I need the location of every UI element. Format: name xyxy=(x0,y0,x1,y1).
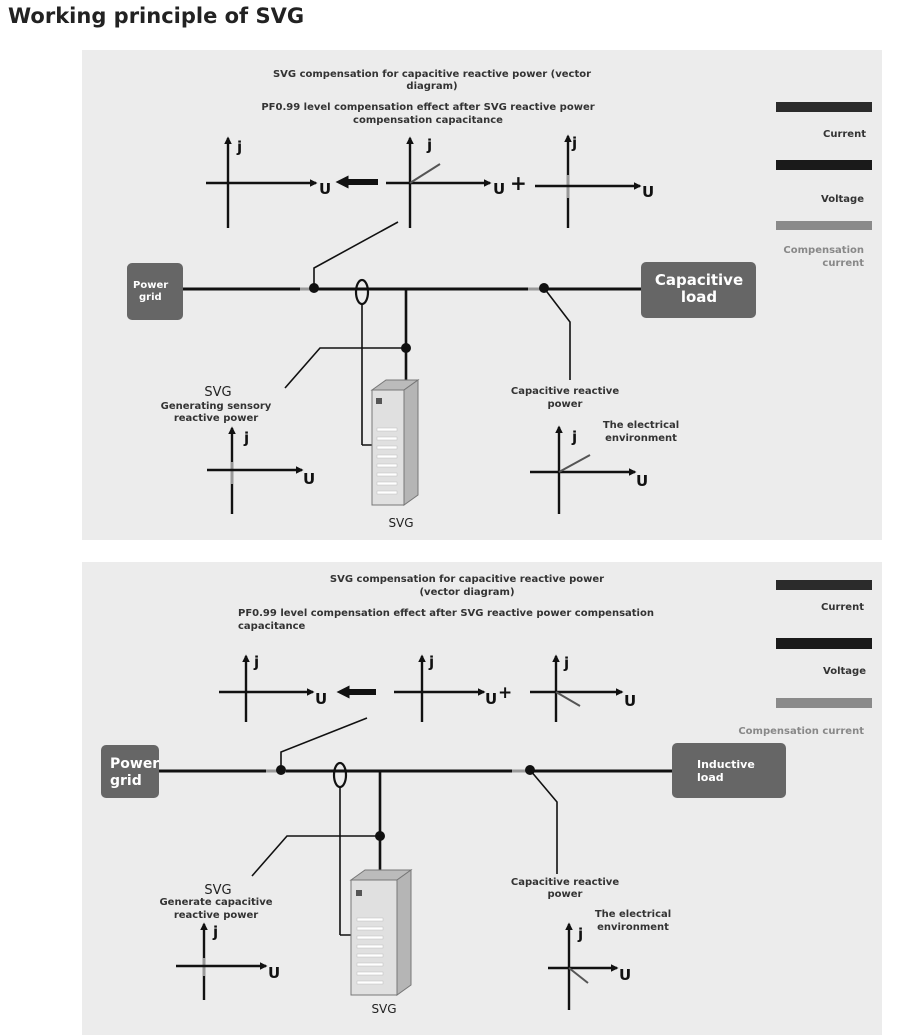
legend-compensation-swatch xyxy=(776,698,872,708)
svg-cabinet-icon xyxy=(370,379,420,506)
load-desc-line1: Capacitive reactive xyxy=(511,877,619,888)
power-grid-box xyxy=(101,745,159,798)
svg-label: SVG xyxy=(204,385,231,400)
legend-compensation-swatch xyxy=(776,221,872,230)
axis-u-label: U xyxy=(319,180,331,198)
axis-j-label: j xyxy=(428,653,434,671)
axis-u-label: U xyxy=(303,470,315,488)
axis-u-label: U xyxy=(636,472,648,490)
legend-voltage-label: Voltage xyxy=(823,666,866,677)
legend-current-label: Current xyxy=(823,129,866,140)
page-title: Working principle of SVG xyxy=(8,4,305,28)
svg-label: SVG xyxy=(204,883,231,898)
panel2-circuit: Power grid Inductive load xyxy=(101,717,786,936)
panel2-vector-diagram-svg: j U xyxy=(176,922,280,1000)
axis-u-label: U xyxy=(485,690,497,708)
env-line1: The electrical xyxy=(603,420,679,431)
panel1-subheading-line1: PF0.99 level compensation effect after S… xyxy=(261,102,594,113)
svg-desc-line1: Generating sensory xyxy=(161,401,272,412)
legend-current-label: Current xyxy=(821,602,864,613)
panel2-legend: Current Voltage Compensation current xyxy=(738,580,872,737)
panel1-legend: Current Voltage Compensation current xyxy=(776,102,872,269)
plus-sign: + xyxy=(498,683,512,703)
panel2-headings: SVG compensation for capacitive reactive… xyxy=(238,574,654,632)
current-transformer-icon xyxy=(354,278,370,306)
panel1-heading-line1: SVG compensation for capacitive reactive… xyxy=(273,69,591,80)
axis-u-label: U xyxy=(642,183,654,201)
axis-j-label: j xyxy=(563,654,569,672)
axis-u-label: U xyxy=(315,690,327,708)
load-box xyxy=(672,743,786,798)
env-line2: environment xyxy=(605,433,677,444)
axis-j-label: j xyxy=(571,134,577,152)
panel1-circuit: Power grid Capacitive load xyxy=(127,221,756,446)
svg-cabinet-icon xyxy=(349,869,413,996)
svg-desc-line2: reactive power xyxy=(174,413,258,424)
legend-current-swatch xyxy=(776,102,872,112)
panel2-vector-diagram-3: j U xyxy=(530,654,636,722)
legend-compensation-label-line2: current xyxy=(822,258,864,269)
cabinet-label: SVG xyxy=(371,1002,396,1016)
diagram-panel-inductive xyxy=(82,562,882,1035)
legend-compensation-label-line1: Compensation xyxy=(783,245,864,256)
load-desc-line2: power xyxy=(548,889,583,900)
axis-j-label: j xyxy=(243,429,249,447)
load-desc-line1: Capacitive reactive xyxy=(511,386,619,397)
load-label-line2: load xyxy=(681,288,717,306)
load-desc-line2: power xyxy=(548,399,583,410)
panel2-subheading-line1: PF0.99 level compensation effect after S… xyxy=(238,608,654,619)
current-transformer-icon xyxy=(332,761,348,789)
svg-desc-line1: Generate capacitive xyxy=(159,897,272,908)
legend-voltage-swatch xyxy=(776,160,872,170)
panel2-heading-line2: (vector diagram) xyxy=(419,587,514,598)
legend-voltage-swatch xyxy=(776,638,872,649)
legend-current-swatch xyxy=(776,580,872,590)
axis-j-label: j xyxy=(253,653,259,671)
legend-voltage-label: Voltage xyxy=(821,194,864,205)
load-label-line1: Inductive xyxy=(697,758,755,771)
cabinet-label: SVG xyxy=(388,516,413,530)
panel1-vector-diagram-svg: j U xyxy=(207,426,315,514)
panel2-heading-line1: SVG compensation for capacitive reactive… xyxy=(330,574,604,585)
plus-sign: + xyxy=(510,171,527,195)
axis-j-label: j xyxy=(571,428,577,446)
axis-u-label: U xyxy=(268,964,280,982)
panel1-subheading-line2: compensation capacitance xyxy=(353,115,503,126)
panel1-vector-diagram-3: j U xyxy=(535,134,654,228)
axis-j-label: j xyxy=(236,138,242,156)
env-line1: The electrical xyxy=(595,909,671,920)
panel1-vector-diagram-env: j U xyxy=(530,425,648,514)
load-label-line1: Capacitive xyxy=(655,271,743,289)
power-grid-label-line1: Power xyxy=(133,280,168,291)
env-line2: environment xyxy=(597,922,669,933)
panel2-subheading-line2: capacitance xyxy=(238,621,306,632)
panel1-vector-diagram-1: j U xyxy=(206,136,331,228)
power-grid-label-line2: grid xyxy=(139,292,162,303)
legend-compensation-label: Compensation current xyxy=(738,726,864,737)
power-grid-label-line1: Power xyxy=(110,756,159,772)
axis-j-label: j xyxy=(212,923,218,941)
panel2-vector-diagram-env: j U xyxy=(548,922,631,1010)
panel2-vector-diagram-2: j U xyxy=(394,653,497,722)
svg-desc-line2: reactive power xyxy=(174,910,258,921)
panel1-vector-diagram-2: j U xyxy=(386,136,505,228)
axis-u-label: U xyxy=(624,692,636,710)
power-grid-box xyxy=(127,263,183,320)
axis-u-label: U xyxy=(619,966,631,984)
load-label-line2: load xyxy=(697,771,724,784)
axis-u-label: U xyxy=(493,180,505,198)
power-grid-label-line2: grid xyxy=(110,773,142,789)
panel2-vector-diagram-1: j U xyxy=(219,653,327,722)
axis-j-label: j xyxy=(577,925,583,943)
panel1-heading-line2: diagram) xyxy=(406,81,457,92)
axis-j-label: j xyxy=(426,136,432,154)
panel1-headings: SVG compensation for capacitive reactive… xyxy=(261,69,594,126)
load-box xyxy=(641,262,756,318)
